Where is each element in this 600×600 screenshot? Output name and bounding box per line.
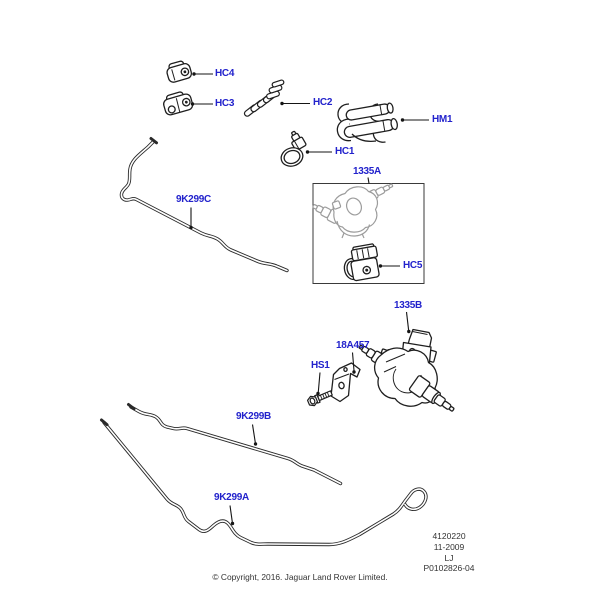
model-code: LJ — [444, 552, 454, 563]
bolt-hs1[interactable] — [306, 388, 334, 407]
sheet-number: 4120220 — [432, 531, 466, 541]
callout-9K299B[interactable]: 9K299B — [236, 411, 271, 422]
callout-HM1[interactable]: HM1 — [432, 114, 453, 125]
callout-HC3[interactable]: HC3 — [215, 98, 235, 109]
callout-HS1[interactable]: HS1 — [311, 360, 330, 371]
callout-HC4[interactable]: HC4 — [215, 68, 235, 79]
sheet-info-block: 4120220 11-2009 LJ P0102826-04 — [399, 531, 499, 574]
callout-1335A[interactable]: 1335A — [353, 166, 381, 177]
callout-HC5[interactable]: HC5 — [403, 260, 423, 271]
callout-HC2[interactable]: HC2 — [313, 97, 333, 108]
clip-hc2[interactable] — [243, 79, 285, 118]
callout-HC1[interactable]: HC1 — [335, 146, 355, 157]
pump-ghost-1335a — [312, 183, 394, 239]
clamp-hc1[interactable] — [279, 129, 307, 169]
callout-9K299A[interactable]: 9K299A — [214, 492, 249, 503]
sheet-date: 11-2009 — [433, 541, 465, 552]
leader-lines — [190, 73, 429, 523]
tube-9k299a[interactable] — [100, 418, 428, 547]
callout-1335B[interactable]: 1335B — [394, 300, 422, 311]
pump-1335b[interactable] — [357, 328, 459, 418]
tube-9k299b[interactable] — [127, 403, 343, 486]
assembly-1335a-box[interactable] — [311, 181, 425, 284]
bracket-18a457[interactable] — [330, 362, 361, 403]
leader-dots — [189, 72, 411, 526]
tube-9k299c[interactable] — [119, 137, 289, 273]
clip-hc5[interactable] — [342, 243, 380, 282]
clip-hc3[interactable] — [162, 90, 194, 116]
callout-9K299C[interactable]: 9K299C — [176, 194, 211, 205]
plate-number: P0102826-04 — [423, 563, 475, 574]
clip-hc4[interactable] — [165, 59, 193, 83]
clamp-hm1[interactable] — [336, 102, 398, 143]
copyright-notice: © Copyright, 2016. Jaguar Land Rover Lim… — [212, 572, 388, 582]
callout-18A457[interactable]: 18A457 — [336, 340, 370, 351]
